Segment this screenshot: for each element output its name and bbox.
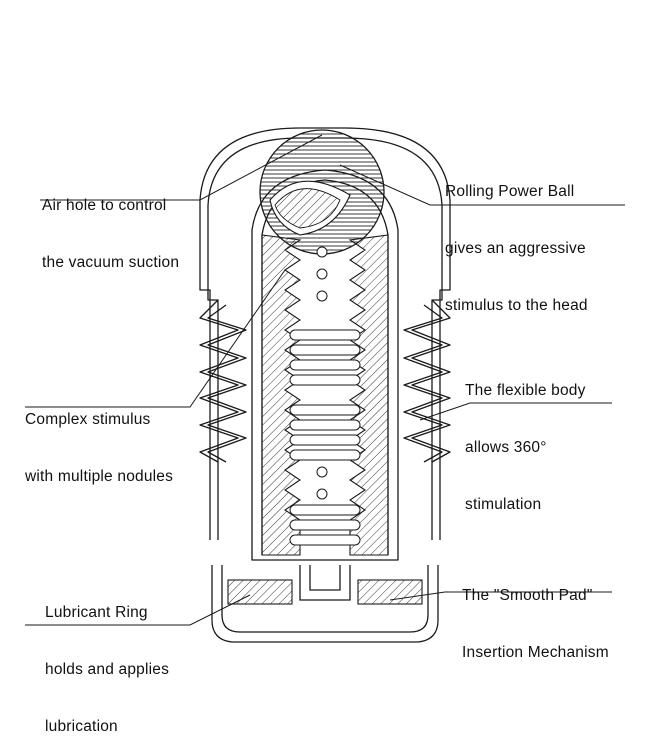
sleeve-wall-right bbox=[348, 234, 389, 556]
outer-cap-shell bbox=[199, 127, 451, 540]
base-cup bbox=[211, 565, 439, 643]
label-lubricant-ring: Lubricant Ring holds and applies lubrica… bbox=[45, 604, 170, 735]
lubricant-ring-left bbox=[227, 579, 293, 605]
label-power-ball: Rolling Power Ball gives an aggressive s… bbox=[445, 183, 588, 314]
right-bellows bbox=[411, 299, 451, 463]
leader-nodules bbox=[25, 269, 286, 408]
label-smooth-pad: The "Smooth Pad" Insertion Mechanism bbox=[462, 587, 609, 661]
sleeve-wall-left bbox=[261, 234, 302, 556]
lubricant-ring-right bbox=[357, 579, 423, 605]
leader-power-ball bbox=[339, 164, 625, 206]
label-nodules: Complex stimulus with multiple nodules bbox=[25, 411, 174, 485]
left-bellows bbox=[199, 299, 239, 463]
leader-air-hole bbox=[40, 134, 323, 201]
leader-lubricant bbox=[25, 594, 251, 626]
label-flexible-body: The flexible body allows 360° stimulatio… bbox=[465, 382, 586, 513]
label-air-hole: Air hole to control the vacuum suction bbox=[42, 197, 180, 271]
leader-smooth-pad bbox=[389, 591, 612, 601]
leader-flexible-body bbox=[419, 402, 612, 421]
